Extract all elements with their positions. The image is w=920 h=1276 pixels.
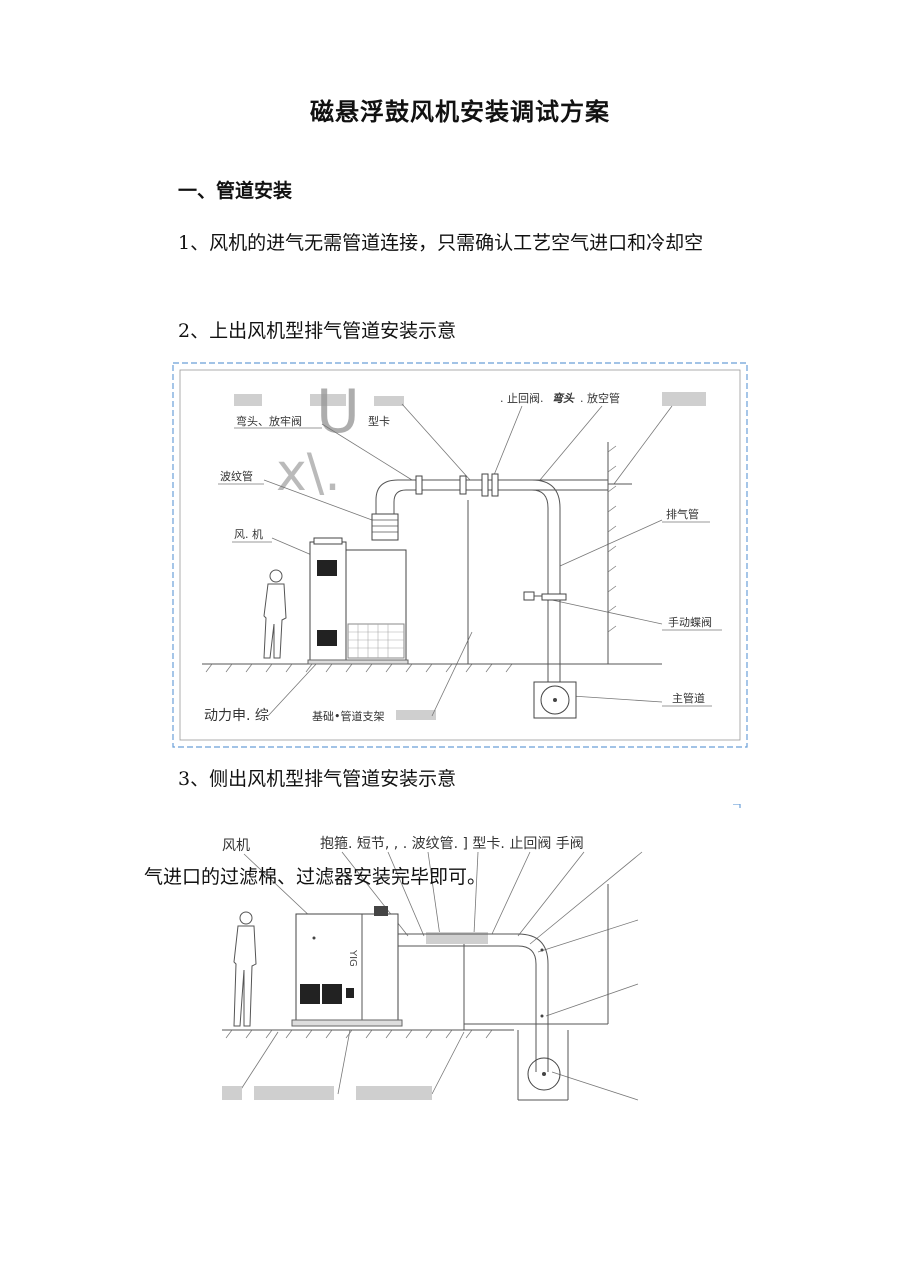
person-figure xyxy=(263,569,287,659)
label-butterfly-valve: 手动蝶阀 xyxy=(668,615,712,629)
unit-brand: YIG xyxy=(347,949,358,967)
watermark-x: x\. xyxy=(276,443,341,503)
blower-unit xyxy=(307,537,409,665)
label-check-valve: . 止回阀. xyxy=(500,391,544,405)
item-1-text: 1、风机的进气无需管道连接，只需确认工艺空气进口和冷却空 xyxy=(178,232,704,254)
blower-unit-2: YIG xyxy=(291,906,403,1027)
label-clamp: 型卡 xyxy=(368,414,390,428)
label-elbow: 弯头 xyxy=(552,392,575,405)
label-power-cable: 动力申. 综 xyxy=(204,708,269,724)
figure-side-outlet-diagram: 风机 抱箍. 短节, , . 波纹管. ] 型卡. 止回阀 手阀 xyxy=(222,804,741,1101)
watermark-u: U xyxy=(316,377,360,447)
item-1-continuation: 气进口的过滤棉、过滤器安装完毕即可。 xyxy=(144,866,487,888)
label-exhaust-pipe: 排气管 xyxy=(666,507,699,521)
page-title: 磁悬浮鼓风机安装调试方案 xyxy=(310,98,610,126)
label-bellows: 波纹管 xyxy=(220,469,253,483)
label-foundation-support: 基础•管道支架 xyxy=(312,709,385,723)
item-3-text: 3、侧出风机型排气管道安装示意 xyxy=(178,768,457,790)
label-components-row: 抱箍. 短节, , . 波纹管. ] 型卡. 止回阀 手阀 xyxy=(320,835,584,852)
section-heading-pipe-install: 一、管道安装 xyxy=(178,180,293,202)
figure-top-outlet-diagram: 弯头、放牢阀 型卡 . 止回阀. 弯头 . 放空管 波纹管 风. 机 排气管 手… xyxy=(172,362,748,748)
label-elbow-vent: 弯头、放牢阀 xyxy=(236,414,302,428)
label-main-pipe: 主管道 xyxy=(672,691,705,705)
label-blower: 风. 机 xyxy=(234,527,263,541)
label-blower-2: 风机 xyxy=(222,838,250,854)
label-vent-pipe: . 放空管 xyxy=(580,391,620,405)
item-2-text: 2、上出风机型排气管道安装示意 xyxy=(178,320,457,342)
person-figure-2 xyxy=(233,911,257,1027)
